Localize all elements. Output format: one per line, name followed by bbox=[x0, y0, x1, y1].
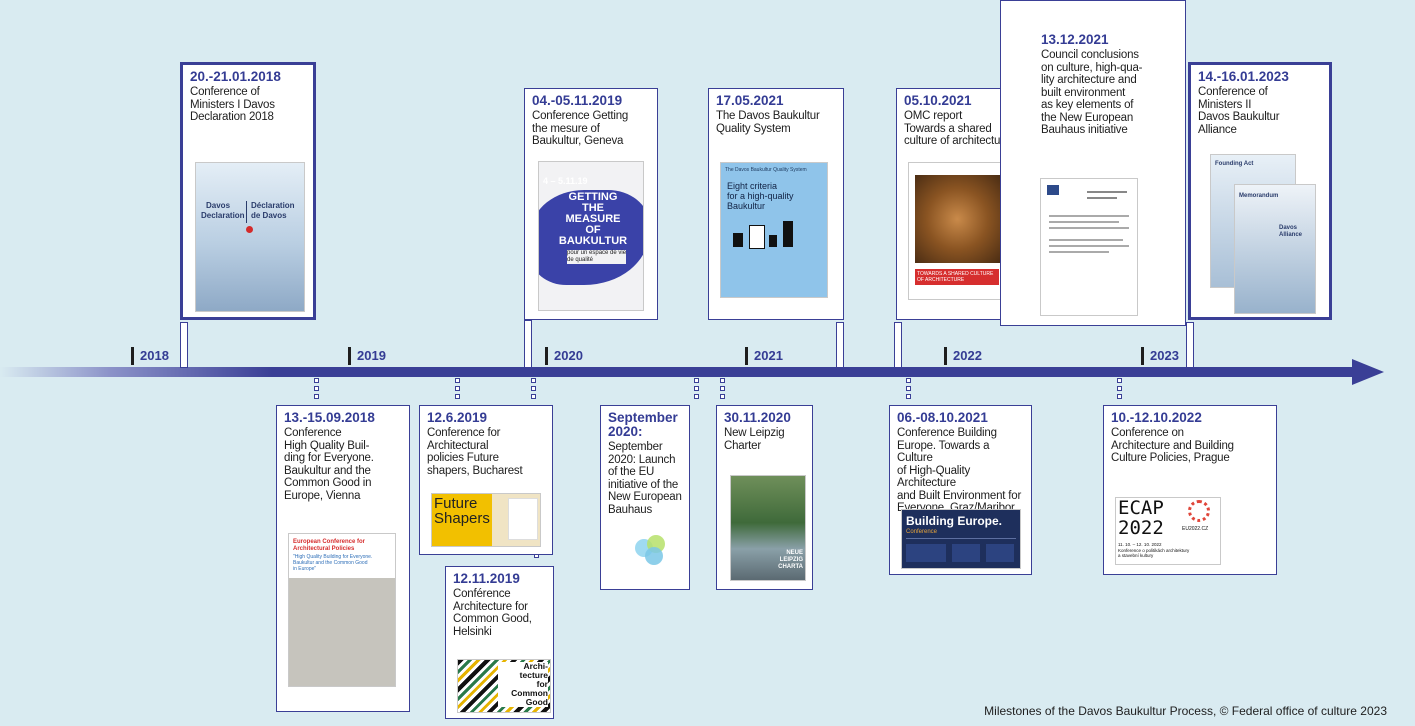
milestone-date: 17.05.2021 bbox=[716, 93, 784, 108]
new-european-bauhaus-logo bbox=[627, 529, 675, 571]
milestone-card-quality-system-2021: 17.05.2021 The Davos Baukultur Quality S… bbox=[708, 88, 844, 320]
getting-the-measure-poster: 4 – 5.11.19 GETTING THE MEASURE OF BAUKU… bbox=[539, 162, 643, 310]
milestone-description: Conference on Architecture and Building … bbox=[1111, 427, 1234, 464]
milestone-date: 13.12.2021 bbox=[1041, 32, 1109, 47]
milestone-card-helsinki-2019: 12.11.2019 Conférence Architecture for C… bbox=[445, 566, 554, 719]
milestone-card-vienna-2018: 13.-15.09.2018 Conference High Quality B… bbox=[276, 405, 410, 712]
ecap-2022-logo: ECAP 2022 EU2022.CZ 11. 10. – 12. 10. 20… bbox=[1116, 498, 1220, 564]
dotted-connector bbox=[1117, 378, 1123, 402]
timeline-axis bbox=[0, 367, 1360, 377]
milestone-card-bucharest-2019: 12.6.2019 Conference for Architectural p… bbox=[419, 405, 553, 555]
figure-caption: Milestones of the Davos Baukultur Proces… bbox=[984, 704, 1387, 718]
connector bbox=[524, 320, 532, 368]
year-tick-2022 bbox=[944, 347, 947, 365]
milestone-date: 04.-05.11.2019 bbox=[532, 93, 623, 108]
year-tick-2021 bbox=[745, 347, 748, 365]
milestone-description: New Leipzig Charter bbox=[724, 427, 785, 452]
new-leipzig-charter-cover: NEUE LEIPZIG CHARTA bbox=[731, 476, 805, 580]
milestone-date: 30.11.2020 bbox=[724, 410, 791, 425]
dotted-connector bbox=[694, 378, 700, 402]
dotted-connector bbox=[906, 378, 912, 402]
milestone-description: Conference for Architectural policies Fu… bbox=[427, 427, 523, 477]
year-label-2019: 2019 bbox=[357, 348, 386, 363]
milestone-description: Conference High Quality Buil- ding for E… bbox=[284, 427, 374, 502]
dotted-connector bbox=[720, 378, 726, 402]
year-label-2020: 2020 bbox=[554, 348, 583, 363]
milestone-description: September 2020: Launch of the EU initiat… bbox=[608, 441, 682, 516]
timeline-arrowhead bbox=[1352, 359, 1384, 385]
year-tick-2020 bbox=[545, 347, 548, 365]
milestone-date: 13.-15.09.2018 bbox=[284, 410, 375, 425]
vienna-conference-poster: European Conference for Architectural Po… bbox=[289, 534, 395, 686]
milestone-description: Conference Getting the mesure of Baukult… bbox=[532, 110, 629, 147]
milestone-card-new-european-bauhaus-2020: September 2020: September 2020: Launch o… bbox=[600, 405, 690, 590]
year-tick-2019 bbox=[348, 347, 351, 365]
milestone-date: 06.-08.10.2021 bbox=[897, 410, 988, 425]
milestone-date: 10.-12.10.2022 bbox=[1111, 410, 1202, 425]
milestone-date: 20.-21.01.2018 bbox=[190, 69, 281, 84]
building-europe-banner: Building Europe. Conference bbox=[902, 510, 1020, 568]
connector bbox=[836, 322, 844, 368]
milestone-date: 12.6.2019 bbox=[427, 410, 488, 425]
milestone-card-davos-2018: 20.-21.01.2018 Conference of Ministers I… bbox=[180, 62, 316, 320]
architecture-common-good-cover: Archi- tecture for Common Good bbox=[458, 660, 550, 712]
omc-report-cover: TOWARDS A SHARED CULTURE OF ARCHITECTURE bbox=[909, 163, 1015, 299]
milestone-date: September 2020: bbox=[608, 410, 678, 439]
year-label-2018: 2018 bbox=[140, 348, 169, 363]
dotted-connector bbox=[531, 378, 537, 402]
milestone-description: The Davos Baukultur Quality System bbox=[716, 110, 820, 135]
memorandum-cover: Memorandum Davos Alliance bbox=[1235, 185, 1315, 313]
milestone-date: 14.-16.01.2023 bbox=[1198, 69, 1289, 84]
milestone-description: Conference Building Europe. Towards a Cu… bbox=[897, 427, 1022, 514]
connector bbox=[1186, 322, 1194, 368]
year-label-2022: 2022 bbox=[953, 348, 982, 363]
dotted-connector bbox=[455, 378, 461, 402]
davos-declaration-cover: Davos Declaration Déclaration de Davos bbox=[196, 163, 304, 311]
council-conclusions-document bbox=[1041, 179, 1137, 315]
milestone-card-leipzig-charter-2020: 30.11.2020 New Leipzig Charter NEUE LEIP… bbox=[716, 405, 813, 590]
year-label-2023: 2023 bbox=[1150, 348, 1179, 363]
connector bbox=[894, 322, 902, 368]
future-shapers-cover: Future Shapers bbox=[432, 494, 540, 546]
milestone-card-graz-maribor-2021: 06.-08.10.2021 Conference Building Europ… bbox=[889, 405, 1032, 575]
milestone-description: Conférence Architecture for Common Good,… bbox=[453, 588, 532, 638]
milestone-card-council-conclusions-2021: 13.12.2021 Council conclusions on cultur… bbox=[1000, 0, 1186, 326]
year-tick-2023 bbox=[1141, 347, 1144, 365]
milestone-description: Conference of Ministers I Davos Declarat… bbox=[190, 86, 275, 123]
milestone-description: Conference of Ministers II Davos Baukult… bbox=[1198, 86, 1280, 136]
milestone-card-davos-2023: 14.-16.01.2023 Conference of Ministers I… bbox=[1188, 62, 1332, 320]
dotted-connector bbox=[314, 378, 320, 402]
milestone-card-geneva-2019: 04.-05.11.2019 Conference Getting the me… bbox=[524, 88, 658, 320]
milestone-date: 05.10.2021 bbox=[904, 93, 972, 108]
milestone-card-prague-2022: 10.-12.10.2022 Conference on Architectur… bbox=[1103, 405, 1277, 575]
quality-system-cover: The Davos Baukultur Quality System Eight… bbox=[721, 163, 827, 297]
year-label-2021: 2021 bbox=[754, 348, 783, 363]
connector bbox=[180, 322, 188, 368]
milestone-description: OMC report Towards a shared culture of a… bbox=[904, 110, 1010, 147]
milestone-date: 12.11.2019 bbox=[453, 571, 520, 586]
year-tick-2018 bbox=[131, 347, 134, 365]
milestone-description: Council conclusions on culture, high-qua… bbox=[1041, 49, 1143, 136]
